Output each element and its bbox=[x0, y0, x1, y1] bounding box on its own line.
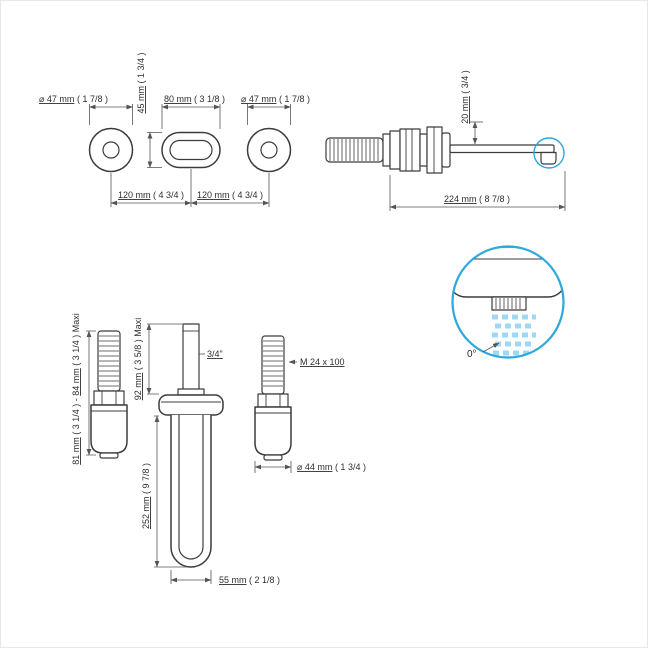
left-escutcheon bbox=[88, 127, 134, 173]
valve-flange bbox=[426, 126, 443, 174]
left-valve-body bbox=[90, 404, 128, 454]
dim-body-depth: 252 mm ( 9 7/8 ) bbox=[141, 415, 187, 568]
oblong-escutcheon bbox=[161, 131, 221, 169]
right-valve-nut-facets bbox=[265, 394, 281, 407]
detail-circle bbox=[451, 245, 565, 359]
valve-ring-3 bbox=[419, 133, 428, 167]
dim-stem-thread: 3/4" bbox=[199, 349, 223, 359]
valve-ring-1 bbox=[382, 133, 391, 167]
spout bbox=[449, 137, 565, 169]
water-stream bbox=[492, 314, 536, 356]
hose-ribs bbox=[329, 139, 379, 161]
dim-left-escutcheon-diameter-label: ⌀ 47 mm ( 1 7/8 ) bbox=[39, 94, 108, 104]
spout-body-inner bbox=[178, 415, 204, 560]
aerator-tip bbox=[540, 151, 557, 165]
oblong-escutcheon-slot bbox=[169, 139, 213, 161]
right-valve-nut bbox=[257, 393, 289, 408]
dim-right-escutcheon-diameter: ⌀ 47 mm ( 1 7/8 ) bbox=[241, 94, 310, 125]
left-valve-nut bbox=[93, 390, 125, 406]
install-view: 81 mm ( 3 1/4 ) - 84 mm ( 3 1/4 ) Maxi 3… bbox=[71, 313, 366, 585]
check-valve-right bbox=[254, 335, 292, 461]
dim-valve-diameter-label: ⌀ 44 mm ( 1 3/4 ) bbox=[297, 462, 366, 472]
valve-thread-label: M 24 x 100 bbox=[300, 357, 345, 367]
side-view: 20 mm ( 3/4 ) 224 mm ( 8 7/8 ) bbox=[325, 70, 566, 211]
flexible-hose bbox=[325, 137, 384, 163]
dim-total-length-label: 224 mm ( 8 7/8 ) bbox=[444, 194, 510, 204]
dim-left-valve-depth-label: 81 mm ( 3 1/4 ) - 84 mm ( 3 1/4 ) Maxi bbox=[71, 313, 81, 465]
valve-nut bbox=[399, 128, 421, 172]
check-valve-left bbox=[90, 330, 128, 459]
aerator-screen-hatch bbox=[495, 298, 521, 309]
aerator-zoom bbox=[491, 296, 527, 311]
dim-body-width-label: 55 mm ( 2 1/8 ) bbox=[219, 575, 280, 585]
right-escutcheon bbox=[246, 127, 292, 173]
mixer-stem bbox=[182, 323, 200, 395]
dim-body-width: 55 mm ( 2 1/8 ) bbox=[170, 570, 280, 585]
dim-oblong-width-label: 80 mm ( 3 1/8 ) bbox=[164, 94, 225, 104]
dim-pitch: 120 mm ( 4 3/4 ) 120 mm ( 4 3/4 ) bbox=[110, 169, 270, 207]
valve-ring-2 bbox=[389, 130, 401, 170]
dim-valve-thread: M 24 x 100 bbox=[288, 357, 345, 367]
left-valve-tip bbox=[99, 452, 119, 459]
dim-right-escutcheon-diameter-label: ⌀ 47 mm ( 1 7/8 ) bbox=[241, 94, 310, 104]
hose-outline bbox=[325, 137, 384, 163]
left-valve-ribs bbox=[99, 335, 119, 387]
left-escutcheon-hole bbox=[102, 141, 120, 159]
stream-angle-label: 0° bbox=[467, 349, 477, 360]
spout-end-zoom bbox=[452, 246, 564, 298]
dim-spout-drop: 20 mm ( 3/4 ) bbox=[460, 70, 483, 145]
right-valve-tip bbox=[263, 454, 283, 461]
detail-callout-circle bbox=[533, 137, 565, 169]
left-valve-nut-facets bbox=[101, 391, 117, 405]
spout-tube bbox=[449, 144, 555, 154]
dim-left-valve-depth: 81 mm ( 3 1/4 ) - 84 mm ( 3 1/4 ) Maxi bbox=[71, 313, 96, 465]
dim-spout-drop-label: 20 mm ( 3/4 ) bbox=[460, 70, 470, 124]
mixer-body bbox=[158, 323, 224, 568]
dim-oblong-height-label: 45 mm ( 1 3/4 ) bbox=[136, 52, 146, 113]
right-valve-hose bbox=[261, 335, 285, 395]
valve-nut-facets bbox=[405, 129, 413, 171]
dim-oblong-width: 80 mm ( 3 1/8 ) bbox=[161, 94, 225, 129]
dim-body-depth-label: 252 mm ( 9 7/8 ) bbox=[141, 463, 151, 529]
stem-thread-label: 3/4" bbox=[207, 349, 223, 359]
right-escutcheon-hole bbox=[260, 141, 278, 159]
dim-pitch-left-label: 120 mm ( 4 3/4 ) bbox=[118, 190, 184, 200]
dim-total-length: 224 mm ( 8 7/8 ) bbox=[389, 171, 566, 211]
mixer-collar bbox=[177, 388, 205, 396]
angle-leader bbox=[482, 342, 500, 353]
valve-collar bbox=[441, 132, 451, 168]
dim-valve-diameter: ⌀ 44 mm ( 1 3/4 ) bbox=[254, 461, 366, 473]
detail-view: 0° bbox=[451, 245, 565, 360]
dim-oblong-height: 45 mm ( 1 3/4 ) bbox=[136, 52, 162, 168]
front-view: ⌀ 47 mm ( 1 7/8 ) 80 mm ( 3 1/8 ) 45 mm … bbox=[39, 52, 310, 207]
valve-body-side bbox=[382, 126, 451, 174]
right-valve-ribs bbox=[263, 340, 283, 387]
wall-flange bbox=[158, 394, 224, 416]
dim-left-escutcheon-diameter: ⌀ 47 mm ( 1 7/8 ) bbox=[39, 94, 133, 125]
dim-stem-height: 92 mm ( 3 5/8 ) Maxi bbox=[133, 318, 182, 401]
dim-stem-height-label: 92 mm ( 3 5/8 ) Maxi bbox=[133, 318, 143, 401]
right-valve-body bbox=[254, 406, 292, 456]
dim-pitch-right-label: 120 mm ( 4 3/4 ) bbox=[197, 190, 263, 200]
